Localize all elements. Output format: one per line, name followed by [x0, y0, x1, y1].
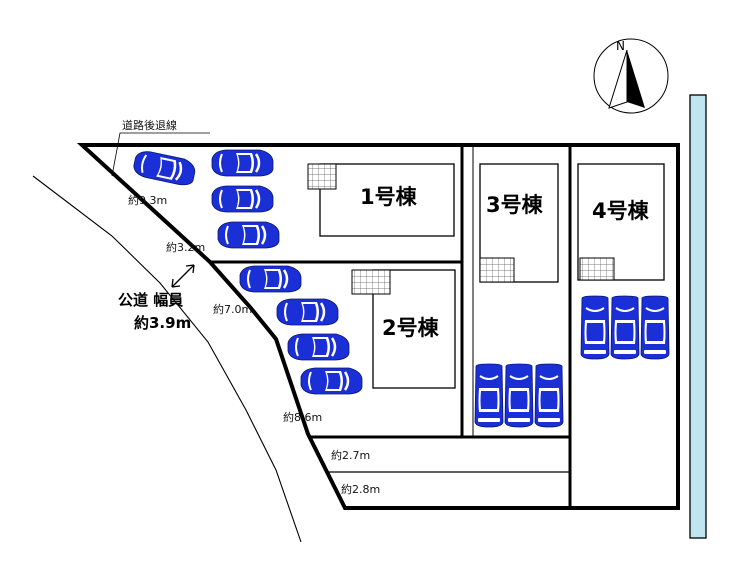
car-icon [504, 363, 534, 428]
car-icon [238, 264, 303, 294]
north-arrow-outline [608, 49, 628, 109]
road-width-arrow-icon [171, 264, 195, 288]
entrance-porch [307, 163, 337, 190]
road-edge-outer [32, 175, 302, 543]
compass-north-label: N [616, 39, 625, 53]
car-icon [474, 363, 504, 428]
car-icon [640, 295, 670, 360]
house-3: 3号棟 [479, 163, 559, 283]
dimension-drive-upper: 約2.7m [331, 448, 370, 462]
lot-lines [211, 145, 572, 508]
car-icon [610, 295, 640, 360]
house-label-1: 1号棟 [360, 185, 418, 209]
house-label-4: 4号棟 [592, 199, 650, 223]
north-arrow-icon [627, 50, 645, 108]
setback-annotation: 道路後退線 [111, 118, 210, 177]
house-2: 2号棟 [351, 269, 456, 389]
entrance-porch [351, 269, 391, 295]
car-icon [534, 363, 564, 428]
site-boundary [76, 143, 680, 510]
dimension-mid-frontage: 約3.2m [166, 240, 205, 254]
house-1: 1号棟 [307, 163, 455, 237]
car-icon [286, 332, 351, 362]
dimension-lower-frontage: 約8.6m [283, 410, 322, 424]
car-icon [130, 147, 199, 189]
dimension-drive-lower: 約2.8m [341, 482, 380, 496]
house-label-3: 3号棟 [486, 193, 544, 217]
car-icon [216, 220, 281, 250]
parking-lot-3 [474, 363, 564, 428]
setback-label: 道路後退線 [122, 118, 177, 132]
parking-lot-4 [580, 295, 670, 360]
dimension-top-frontage: 約9.3m [128, 193, 167, 207]
parking-lot-2 [238, 264, 364, 396]
waterway-strip [689, 94, 707, 539]
car-icon [210, 148, 275, 178]
house-4: 4号棟 [577, 163, 665, 281]
road-width-label: 約3.9m [134, 314, 191, 332]
car-icon [275, 297, 340, 327]
entrance-porch [579, 257, 615, 281]
house-label-2: 2号棟 [382, 316, 440, 340]
car-icon [210, 184, 275, 214]
entrance-porch [479, 257, 515, 283]
compass: N [593, 38, 669, 114]
car-icon [299, 366, 364, 396]
road-name-label: 公道 幅員 [118, 291, 183, 309]
car-icon [580, 295, 610, 360]
dimension-lot2-frontage: 約7.0m [213, 302, 252, 316]
